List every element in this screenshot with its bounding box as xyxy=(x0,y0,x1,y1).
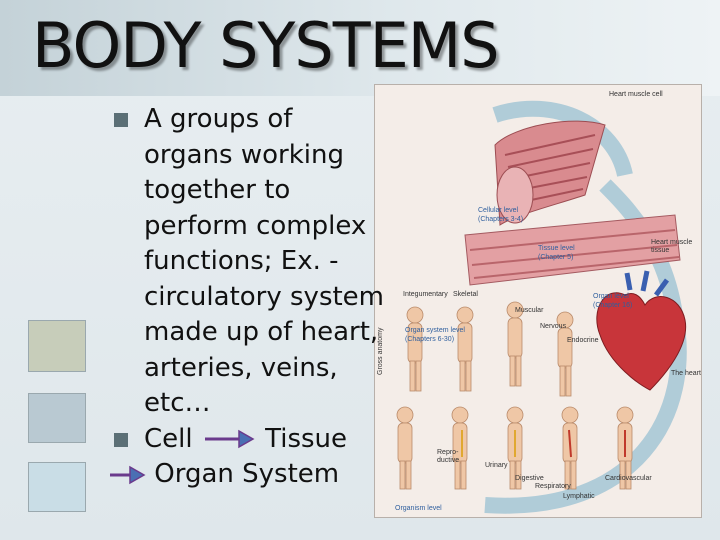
label-organ-system-level: Organ system level xyxy=(405,327,465,334)
hierarchy-tissue: Tissue xyxy=(265,423,348,454)
arrow-right-icon xyxy=(204,429,255,449)
bullet-hierarchy: Cell Tissue Organ System xyxy=(110,422,412,493)
label-chapters-6-30: (Chapters 6-30) xyxy=(405,336,455,343)
label-lymphatic: Lymphatic xyxy=(563,493,595,500)
label-nervous: Nervous xyxy=(540,323,567,330)
bullet-line: made up of heart, xyxy=(144,317,379,347)
decorative-square-1 xyxy=(28,320,86,372)
bullet-line: circulatory system xyxy=(144,281,385,312)
levels-of-organization-illustration: Heart muscle cell Cellular level (Chapte… xyxy=(374,84,702,518)
label-chapter-5: (Chapter 5) xyxy=(538,254,574,261)
label-digestive: Digestive xyxy=(515,475,544,482)
label-integumentary: Integumentary xyxy=(403,291,448,298)
decorative-square-3 xyxy=(28,462,86,512)
label-heart-muscle-tissue: Heart muscle tissue xyxy=(651,239,693,254)
hierarchy-organ: Organ xyxy=(154,459,234,489)
bullet-line: organs working xyxy=(144,139,344,170)
label-the-heart: The heart xyxy=(671,370,701,377)
heart-drawing xyxy=(596,270,687,391)
bullet-line: perform complex xyxy=(144,210,367,241)
label-skeletal: Skeletal xyxy=(453,291,478,298)
bullet-line: A groups of xyxy=(144,104,293,134)
label-tissue-level: Tissue level xyxy=(538,245,575,252)
label-organ-level: Organ level xyxy=(593,293,629,300)
organ-system-figures xyxy=(396,301,634,490)
bullet-line: arteries, veins, xyxy=(144,352,338,383)
label-organism-level: Organism level xyxy=(395,505,442,512)
label-endocrine: Endocrine xyxy=(567,337,599,344)
illustration-drawing xyxy=(396,100,687,514)
decorative-square-2 xyxy=(28,393,86,443)
label-muscular: Muscular xyxy=(515,307,544,314)
hierarchy-line-1: Cell Tissue xyxy=(144,422,412,458)
label-heart-muscle-cell: Heart muscle cell xyxy=(609,91,663,98)
label-reproductive: Repro-ductive xyxy=(437,449,460,464)
bullet-square-icon xyxy=(114,432,128,447)
bullet-definition: A groups of organs working together to p… xyxy=(112,102,412,422)
muscle-tissue-drawing xyxy=(464,214,681,286)
slide-title: BODY SYSTEMS xyxy=(32,9,500,82)
hierarchy-line-2: Organ System xyxy=(108,457,412,493)
label-respiratory: Respiratory xyxy=(535,483,571,490)
bullet-square-icon xyxy=(114,113,128,127)
bullet-list: A groups of organs working together to p… xyxy=(110,102,412,493)
label-cellular-level: Cellular level xyxy=(478,207,519,214)
hierarchy-cell: Cell xyxy=(144,423,193,454)
muscle-cell-drawing xyxy=(494,120,606,226)
title-band xyxy=(0,0,720,96)
bullet-line: together to xyxy=(144,175,291,205)
label-chapter-16: (Chapter 16) xyxy=(593,302,633,309)
bullet-line: etc… xyxy=(144,388,211,418)
hierarchy-system: System xyxy=(242,459,340,489)
label-urinary: Urinary xyxy=(485,462,508,469)
bullet-line: functions; Ex. - xyxy=(144,246,339,276)
arrow-right-icon xyxy=(110,465,146,484)
label-cardiovascular: Cardiovascular xyxy=(605,475,652,482)
label-chapters-3-4: (Chapters 3-4) xyxy=(478,216,524,223)
